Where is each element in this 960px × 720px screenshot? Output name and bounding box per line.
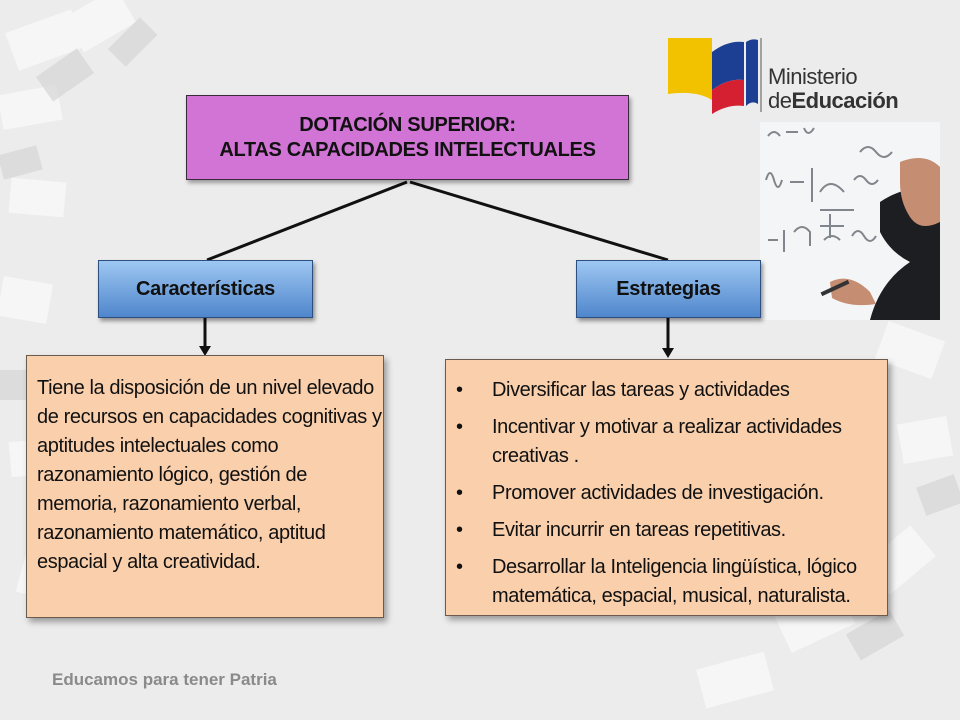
branch-label-estrategias: Estrategias: [616, 277, 721, 300]
bullet-icon: •: [456, 519, 463, 541]
bullet-icon: •: [456, 379, 463, 401]
title-box: DOTACIÓN SUPERIOR: ALTAS CAPACIDADES INT…: [186, 95, 629, 180]
branch-caracteristicas: Características: [98, 260, 313, 318]
strategy-text: Diversificar las tareas y actividades: [492, 379, 790, 401]
list-item: • Incentivar y motivar a realizar activid…: [456, 413, 881, 471]
logo-text-ministerio: Ministerio: [768, 64, 858, 89]
footer-slogan: Educamos para tener Patria: [52, 670, 277, 689]
connector-title-right: [409, 180, 669, 262]
connector-title-left: [206, 180, 408, 262]
branch-label-caracteristicas: Características: [136, 277, 275, 300]
bullet-icon: •: [456, 482, 463, 504]
math-board-photo-icon: [760, 122, 940, 320]
arrowhead-right: [662, 348, 674, 358]
logo-text-educacion: deEducación: [768, 88, 899, 113]
strategy-text: Incentivar y motivar a realizar activida…: [492, 416, 842, 467]
title-line-1: DOTACIÓN SUPERIOR:: [299, 113, 516, 136]
list-item: • Diversificar las tareas y actividades: [456, 376, 881, 405]
characteristics-text: Tiene la disposición de un nivel elevado…: [37, 377, 382, 573]
characteristics-box: Tiene la disposición de un nivel elevado…: [26, 355, 384, 618]
ministerio-logo-icon: [668, 38, 762, 114]
list-item: • Desarrollar la Inteligencia lingüística…: [456, 553, 881, 611]
strategies-list: • Diversificar las tareas y actividades •…: [456, 376, 881, 619]
strategy-text: Evitar incurrir en tareas repetitivas.: [492, 519, 786, 541]
bullet-icon: •: [456, 556, 463, 578]
arrowhead-left: [199, 346, 211, 356]
branch-estrategias: Estrategias: [576, 260, 761, 318]
strategies-box: • Diversificar las tareas y actividades •…: [445, 359, 888, 616]
bullet-icon: •: [456, 416, 463, 438]
strategy-text: Promover actividades de investigación.: [492, 482, 824, 504]
list-item: • Promover actividades de investigación.: [456, 479, 881, 508]
strategy-text: Desarrollar la Inteligencia lingüística,…: [492, 556, 857, 607]
list-item: • Evitar incurrir en tareas repetitivas.: [456, 516, 881, 545]
title-line-2: ALTAS CAPACIDADES INTELECTUALES: [219, 138, 596, 161]
